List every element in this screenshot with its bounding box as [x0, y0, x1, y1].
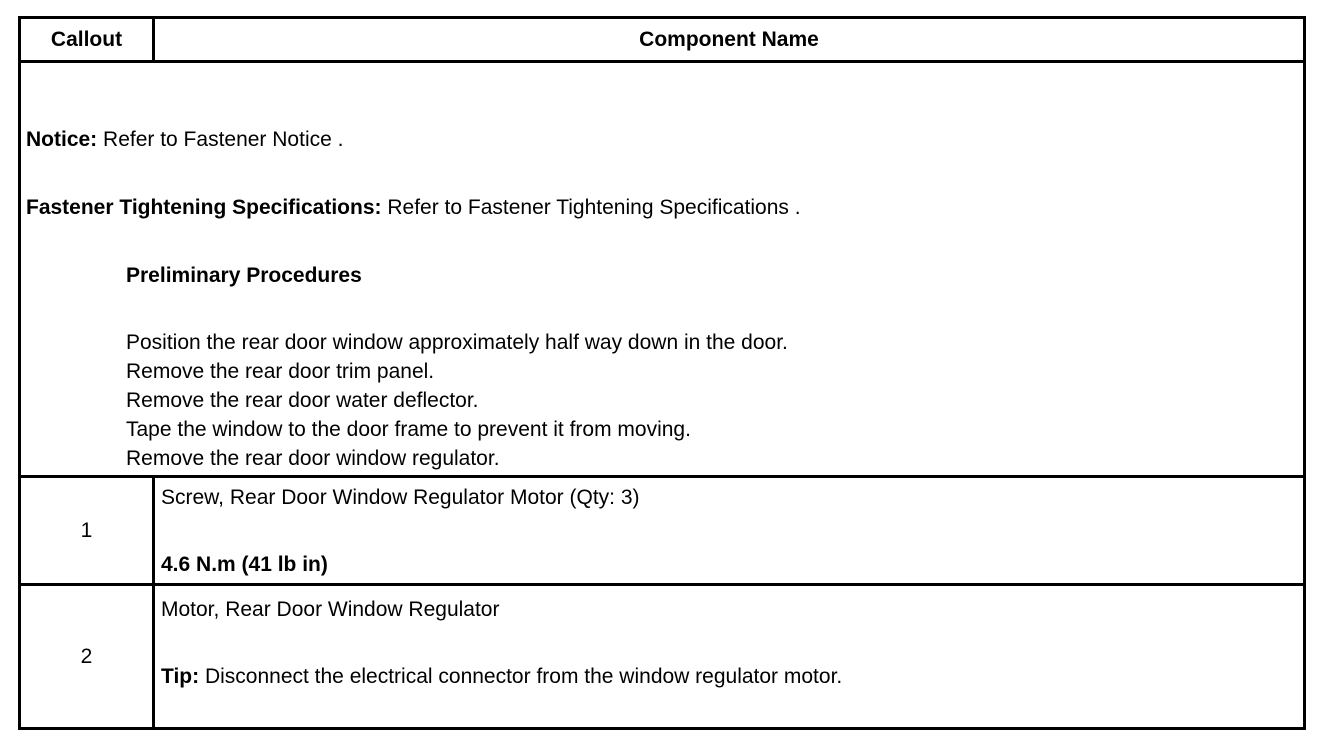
notice-label: Notice: [26, 128, 98, 151]
procedure-step: Position the rear door window approximat… [126, 331, 788, 354]
procedure-step: Remove the rear door window regulator. [126, 447, 500, 470]
procedures-heading: Preliminary Procedures [126, 264, 362, 287]
procedure-step: Tape the window to the door frame to pre… [126, 418, 691, 441]
notice-text: Refer to Fastener Notice . [97, 128, 344, 151]
callout-number: 2 [80, 644, 93, 668]
tip-text: Disconnect the electrical connector from… [199, 665, 843, 688]
callout-cell: 2 [21, 586, 155, 727]
header-component-label: Component Name [639, 27, 819, 51]
notice-line: Notice: Refer to Fastener Notice . [26, 127, 343, 153]
torque-spec: 4.6 N.m (41 lb in) [161, 553, 328, 576]
header-component-cell: Component Name [155, 19, 1303, 60]
header-callout-cell: Callout [21, 19, 155, 60]
table-row: 2 Motor, Rear Door Window Regulator Tip:… [21, 586, 1303, 727]
spec-label: Fastener Tightening Specifications: [26, 196, 382, 219]
callout-cell: 1 [21, 478, 155, 583]
table-row: 1 Screw, Rear Door Window Regulator Moto… [21, 478, 1303, 586]
callout-number: 1 [80, 518, 93, 542]
component-name: Motor, Rear Door Window Regulator [161, 598, 500, 621]
component-cell: Motor, Rear Door Window Regulator Tip: D… [155, 586, 1303, 727]
tip-line: Tip: Disconnect the electrical connector… [161, 664, 842, 690]
spec-text: Refer to Fastener Tightening Specificati… [381, 196, 801, 219]
component-cell: Screw, Rear Door Window Regulator Motor … [155, 478, 1303, 583]
header-callout-label: Callout [50, 27, 123, 51]
intro-row: Notice: Refer to Fastener Notice . Faste… [21, 63, 1303, 478]
spec-line: Fastener Tightening Specifications: Refe… [26, 195, 801, 221]
component-table: Callout Component Name Notice: Refer to … [18, 16, 1306, 730]
procedure-step: Remove the rear door trim panel. [126, 360, 435, 383]
component-name: Screw, Rear Door Window Regulator Motor … [161, 486, 640, 509]
procedure-step: Remove the rear door water deflector. [126, 389, 479, 412]
table-header-row: Callout Component Name [21, 19, 1303, 63]
tip-label: Tip: [161, 665, 200, 688]
